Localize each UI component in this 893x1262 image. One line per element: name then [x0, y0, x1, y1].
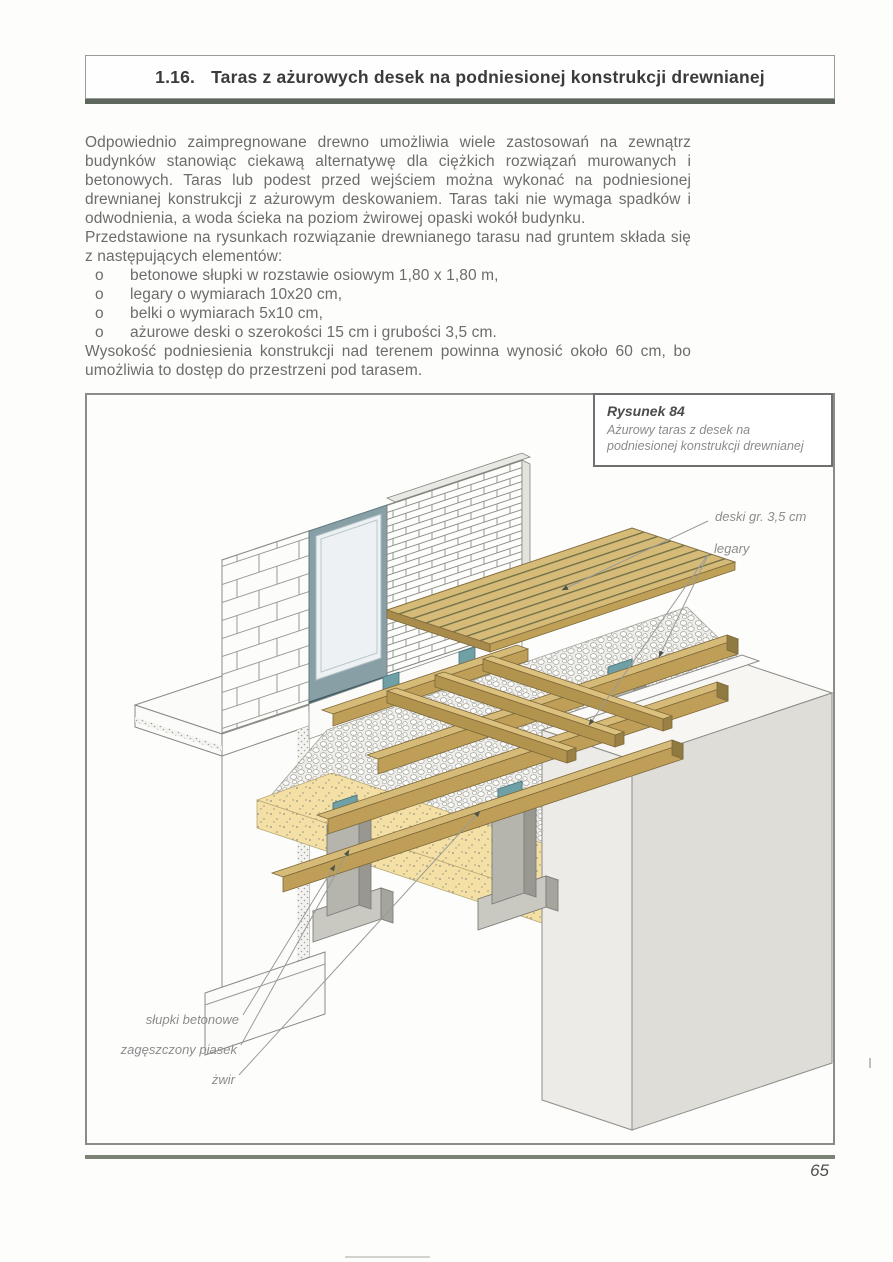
footing-side: [545, 875, 559, 912]
section-header: 1.16. Taras z ażurowych desek na podnies…: [85, 55, 835, 99]
window-glass: [315, 513, 382, 681]
bullet-marker: o: [95, 324, 104, 341]
leader-legary-2: [588, 552, 710, 726]
slab-insulation-layer: [135, 717, 222, 751]
deck-boards: [385, 527, 737, 653]
scan-artifact: [345, 1256, 430, 1258]
footing-side: [380, 887, 394, 924]
pillar-side: [523, 801, 537, 898]
bullet-marker: o: [95, 267, 104, 284]
window: [308, 504, 388, 712]
ledger-beam: [320, 644, 530, 727]
body-text: Odpowiednio zaimpregnowane drewno umożli…: [85, 133, 691, 380]
bullet-marker: o: [95, 286, 104, 303]
page-number: 65: [810, 1161, 829, 1180]
leader-zwir: [238, 810, 481, 1076]
bullet-text: legary o wymiarach 10x20 cm,: [130, 286, 343, 303]
cross-beams-belki: [385, 655, 674, 764]
paragraph-3: Wysokość podniesienia konstrukcji nad te…: [85, 343, 691, 379]
label-piasek: zagęszczony piasek: [120, 1042, 239, 1057]
bullet-text: betonowe słupki w rozstawie osiowym 1,80…: [130, 267, 499, 284]
bullet-text: belki o wymiarach 5x10 cm,: [130, 305, 323, 322]
ground-right-face: [631, 692, 833, 1131]
wall-coping: [385, 452, 532, 503]
figure-caption-text: Ażurowy taras z desek na podniesionej ko…: [607, 423, 804, 454]
leader-legary-1: [658, 552, 710, 658]
footer-rule: [85, 1155, 835, 1159]
block-wall: [221, 530, 310, 734]
section-number: 1.16.: [155, 66, 196, 87]
label-slupki: słupki betonowe: [146, 1012, 239, 1027]
leader-lines: [238, 520, 710, 1076]
leader-piasek: [240, 849, 350, 1046]
label-zwir: żwir: [211, 1072, 236, 1087]
list-item: o betonowe słupki w rozstawie osiowym 1,…: [85, 266, 691, 285]
paragraph-1: Odpowiednio zaimpregnowane drewno umożli…: [85, 134, 691, 227]
window-inner-frame: [320, 519, 378, 673]
figure-84: deski gr. 3,5 cm legary słupki betonowe …: [85, 393, 835, 1145]
figure-labels: deski gr. 3,5 cm legary słupki betonowe …: [120, 509, 807, 1087]
scan-artifact: [869, 1058, 871, 1068]
label-legary: legary: [714, 541, 751, 556]
list-item: o legary o wymiarach 10x20 cm,: [85, 285, 691, 304]
paragraph-2-intro: Przedstawione na rysunkach rozwiązanie d…: [85, 229, 691, 265]
deck-top: [385, 527, 737, 645]
label-deski: deski gr. 3,5 cm: [715, 509, 806, 524]
figure-caption-title: Rysunek 84: [607, 403, 685, 419]
terrace-axonometric-drawing: deski gr. 3,5 cm legary słupki betonowe …: [120, 452, 833, 1131]
leader-deski: [561, 520, 709, 591]
list-item: o ażurowe deski o szerokości 15 cm i gru…: [85, 323, 691, 342]
list-item: o belki o wymiarach 5x10 cm,: [85, 304, 691, 323]
concrete-pillar-2: [476, 780, 560, 931]
section-title: Taras z ażurowych desek na podniesionej …: [211, 66, 765, 87]
bullet-text: ażurowe deski o szerokości 15 cm i grubo…: [130, 324, 497, 341]
figure-caption: Rysunek 84 Ażurowy taras z desek na podn…: [593, 393, 833, 467]
leader-slupki: [242, 864, 336, 1016]
bullet-marker: o: [95, 305, 104, 322]
header-rule: [85, 99, 835, 104]
